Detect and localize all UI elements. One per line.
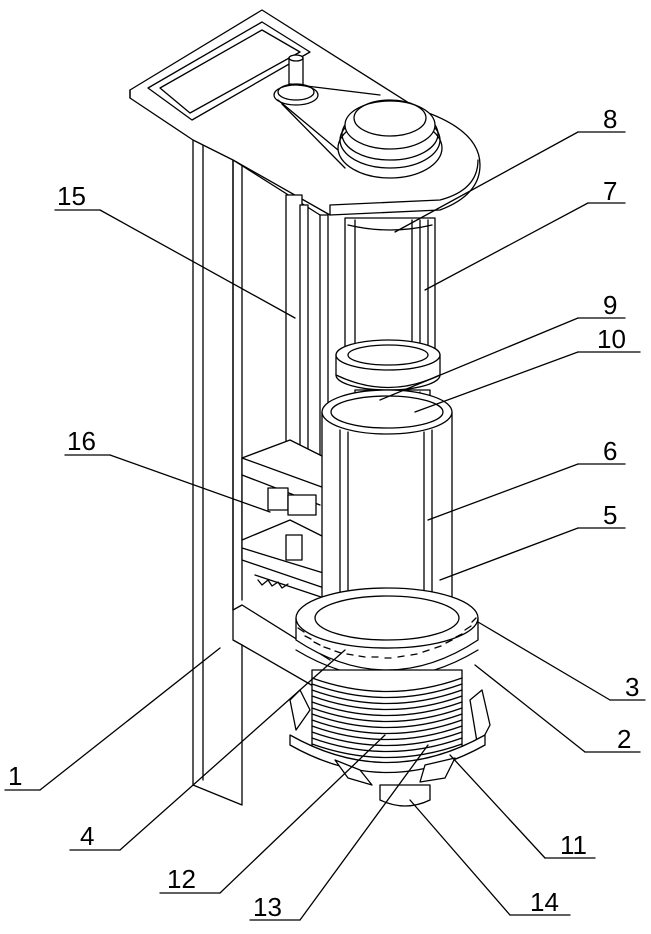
label-8: 8: [603, 104, 617, 134]
label-4: 4: [80, 821, 94, 851]
label-16: 16: [67, 426, 96, 456]
slider-block: [242, 440, 330, 600]
label-10: 10: [597, 324, 626, 354]
gear-ring: [296, 588, 478, 678]
label-6: 6: [603, 436, 617, 466]
coil-spring: [312, 670, 462, 766]
label-13: 13: [253, 892, 282, 922]
label-5: 5: [603, 500, 617, 530]
upper-column: [345, 218, 435, 360]
label-12: 12: [167, 864, 196, 894]
label-7: 7: [603, 176, 617, 206]
label-2: 2: [617, 724, 631, 754]
label-14: 14: [530, 887, 559, 917]
label-1: 1: [8, 761, 22, 791]
label-15: 15: [57, 181, 86, 211]
label-9: 9: [603, 290, 617, 320]
label-3: 3: [625, 672, 639, 702]
label-11: 11: [560, 830, 587, 860]
